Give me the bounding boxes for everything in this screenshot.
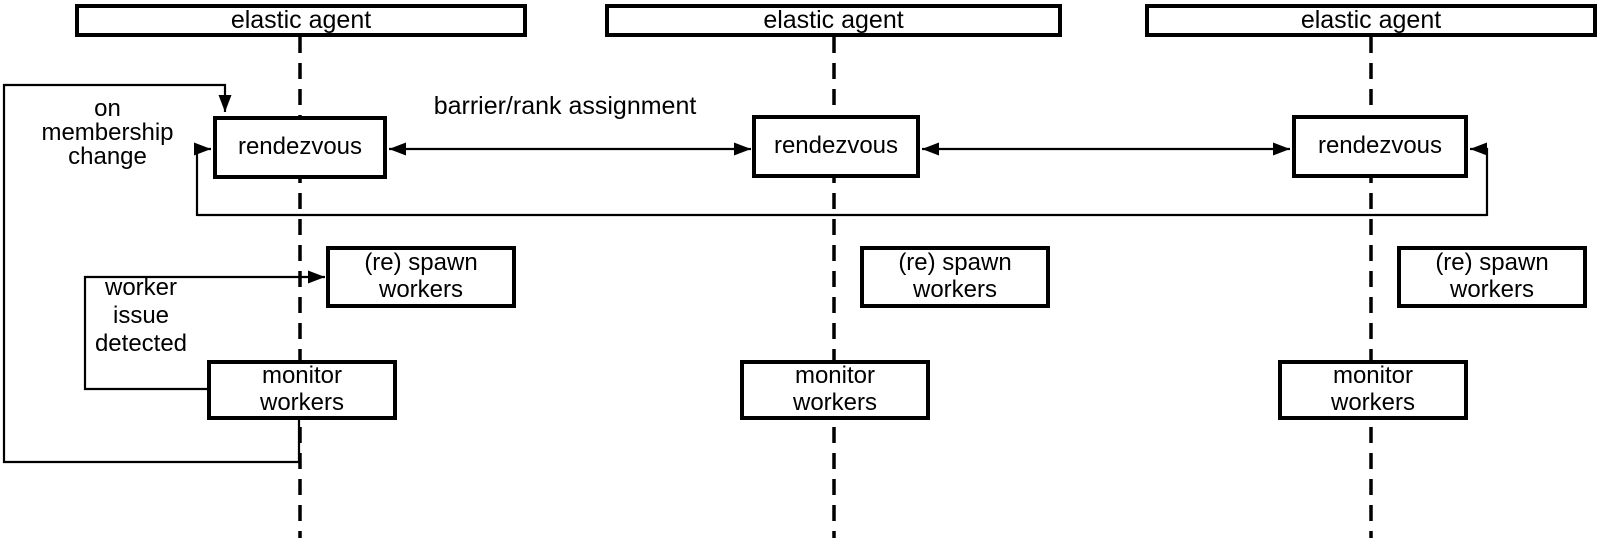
rendezvous-box-3: rendezvous [1292, 115, 1468, 178]
monitor-workers-box-3: monitor workers [1278, 360, 1468, 420]
worker-issue-loop [83, 270, 325, 391]
rendezvous-box-2: rendezvous [752, 115, 920, 178]
membership-change-loop [2, 83, 301, 464]
spawn-workers-box-3: (re) spawn workers [1397, 246, 1587, 308]
elastic-agent-box-1: elastic agent [75, 4, 527, 37]
worker-issue-detected-label: worker issue detected [94, 274, 188, 357]
elastic-agent-box-2: elastic agent [605, 4, 1062, 37]
return-arrow-into-rendezvous-1 [194, 142, 211, 216]
on-membership-change-label: on membership change [41, 95, 174, 170]
elastic-agent-box-3: elastic agent [1145, 4, 1597, 37]
monitor-workers-box-1: monitor workers [207, 360, 397, 420]
spawn-workers-box-1: (re) spawn workers [326, 246, 516, 308]
spawn-workers-box-2: (re) spawn workers [860, 246, 1050, 308]
barrier-rank-assignment-label: barrier/rank assignment [433, 92, 697, 120]
return-arrow-into-rendezvous-3 [1470, 142, 1489, 216]
monitor-workers-box-2: monitor workers [740, 360, 930, 420]
rendezvous-box-1: rendezvous [213, 116, 387, 179]
